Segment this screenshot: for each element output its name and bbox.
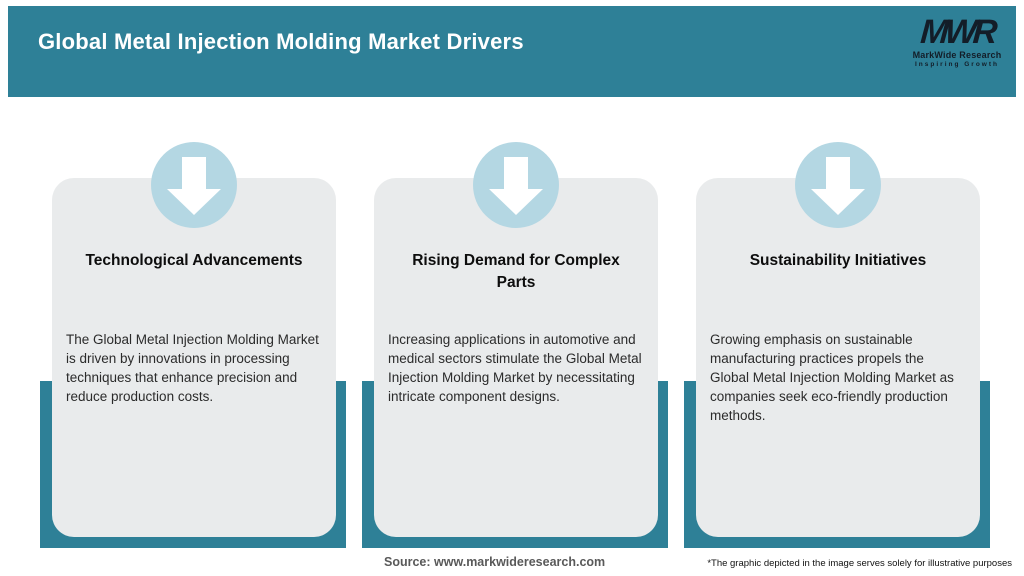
down-arrow-icon [473, 142, 559, 228]
down-arrow-icon [795, 142, 881, 228]
source-text: Source: www.markwideresearch.com [384, 555, 606, 569]
disclaimer-text: *The graphic depicted in the image serve… [707, 558, 1012, 569]
arrow-shaft [182, 157, 206, 189]
card-title: Technological Advancements [85, 252, 303, 269]
header-bar: Global Metal Injection Molding Market Dr… [8, 6, 1016, 97]
down-arrow-icon [151, 142, 237, 228]
card-title: Rising Demand for Complex Parts [412, 252, 620, 291]
page-title: Global Metal Injection Molding Market Dr… [38, 29, 524, 54]
arrow-head [489, 189, 543, 215]
card-body: Growing emphasis on sustainable manufact… [710, 332, 954, 423]
mwr-logo-mark: MWR [919, 13, 995, 51]
arrow-shaft [826, 157, 850, 189]
arrow-shaft [504, 157, 528, 189]
card-body: The Global Metal Injection Molding Marke… [66, 332, 319, 404]
card-body: Increasing applications in automotive an… [388, 332, 642, 404]
arrow-head [167, 189, 221, 215]
mwr-logo-tagline: Inspiring Growth [915, 61, 999, 68]
mwr-logo: MWR MarkWide Research Inspiring Growth [908, 13, 1006, 69]
driver-card-technological-advancements: Technological Advancements The Global Me… [52, 178, 336, 537]
mwr-logo-name: MarkWide Research [912, 50, 1002, 60]
arrow-head [811, 189, 865, 215]
card-title: Sustainability Initiatives [749, 252, 927, 269]
driver-card-rising-demand: Rising Demand for Complex Parts Increasi… [374, 178, 658, 537]
driver-card-sustainability: Sustainability Initiatives Growing empha… [696, 178, 980, 537]
